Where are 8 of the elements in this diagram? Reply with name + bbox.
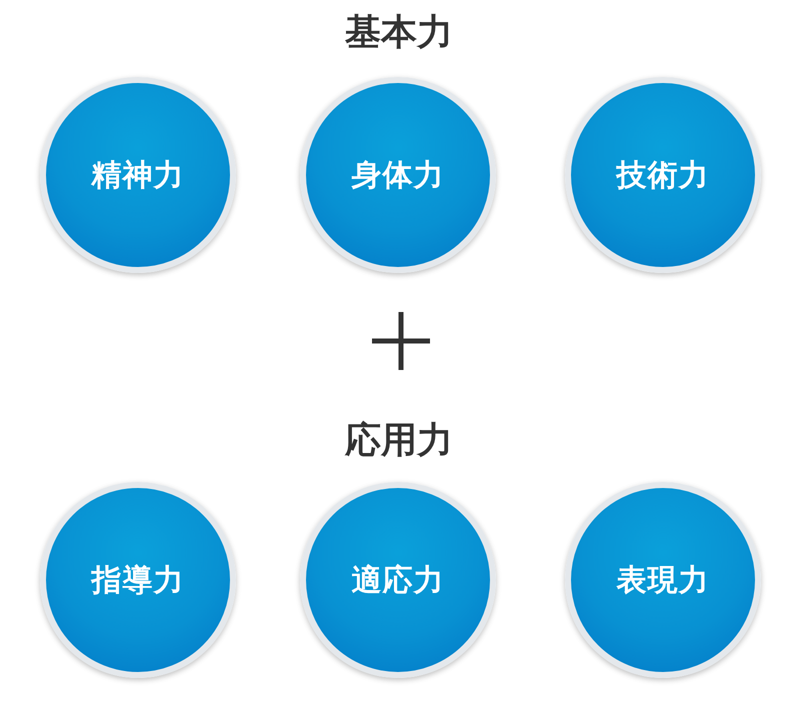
- section-heading: 応用力: [344, 419, 454, 463]
- node-label: 指導力: [92, 562, 184, 600]
- node-label: 適応力: [352, 562, 444, 600]
- node-label: 技術力: [616, 156, 710, 194]
- node-label: 身体力: [352, 156, 444, 194]
- node-label: 精神力: [92, 156, 184, 194]
- node-label: 表現力: [616, 562, 710, 600]
- section-heading: 基本力: [344, 11, 454, 55]
